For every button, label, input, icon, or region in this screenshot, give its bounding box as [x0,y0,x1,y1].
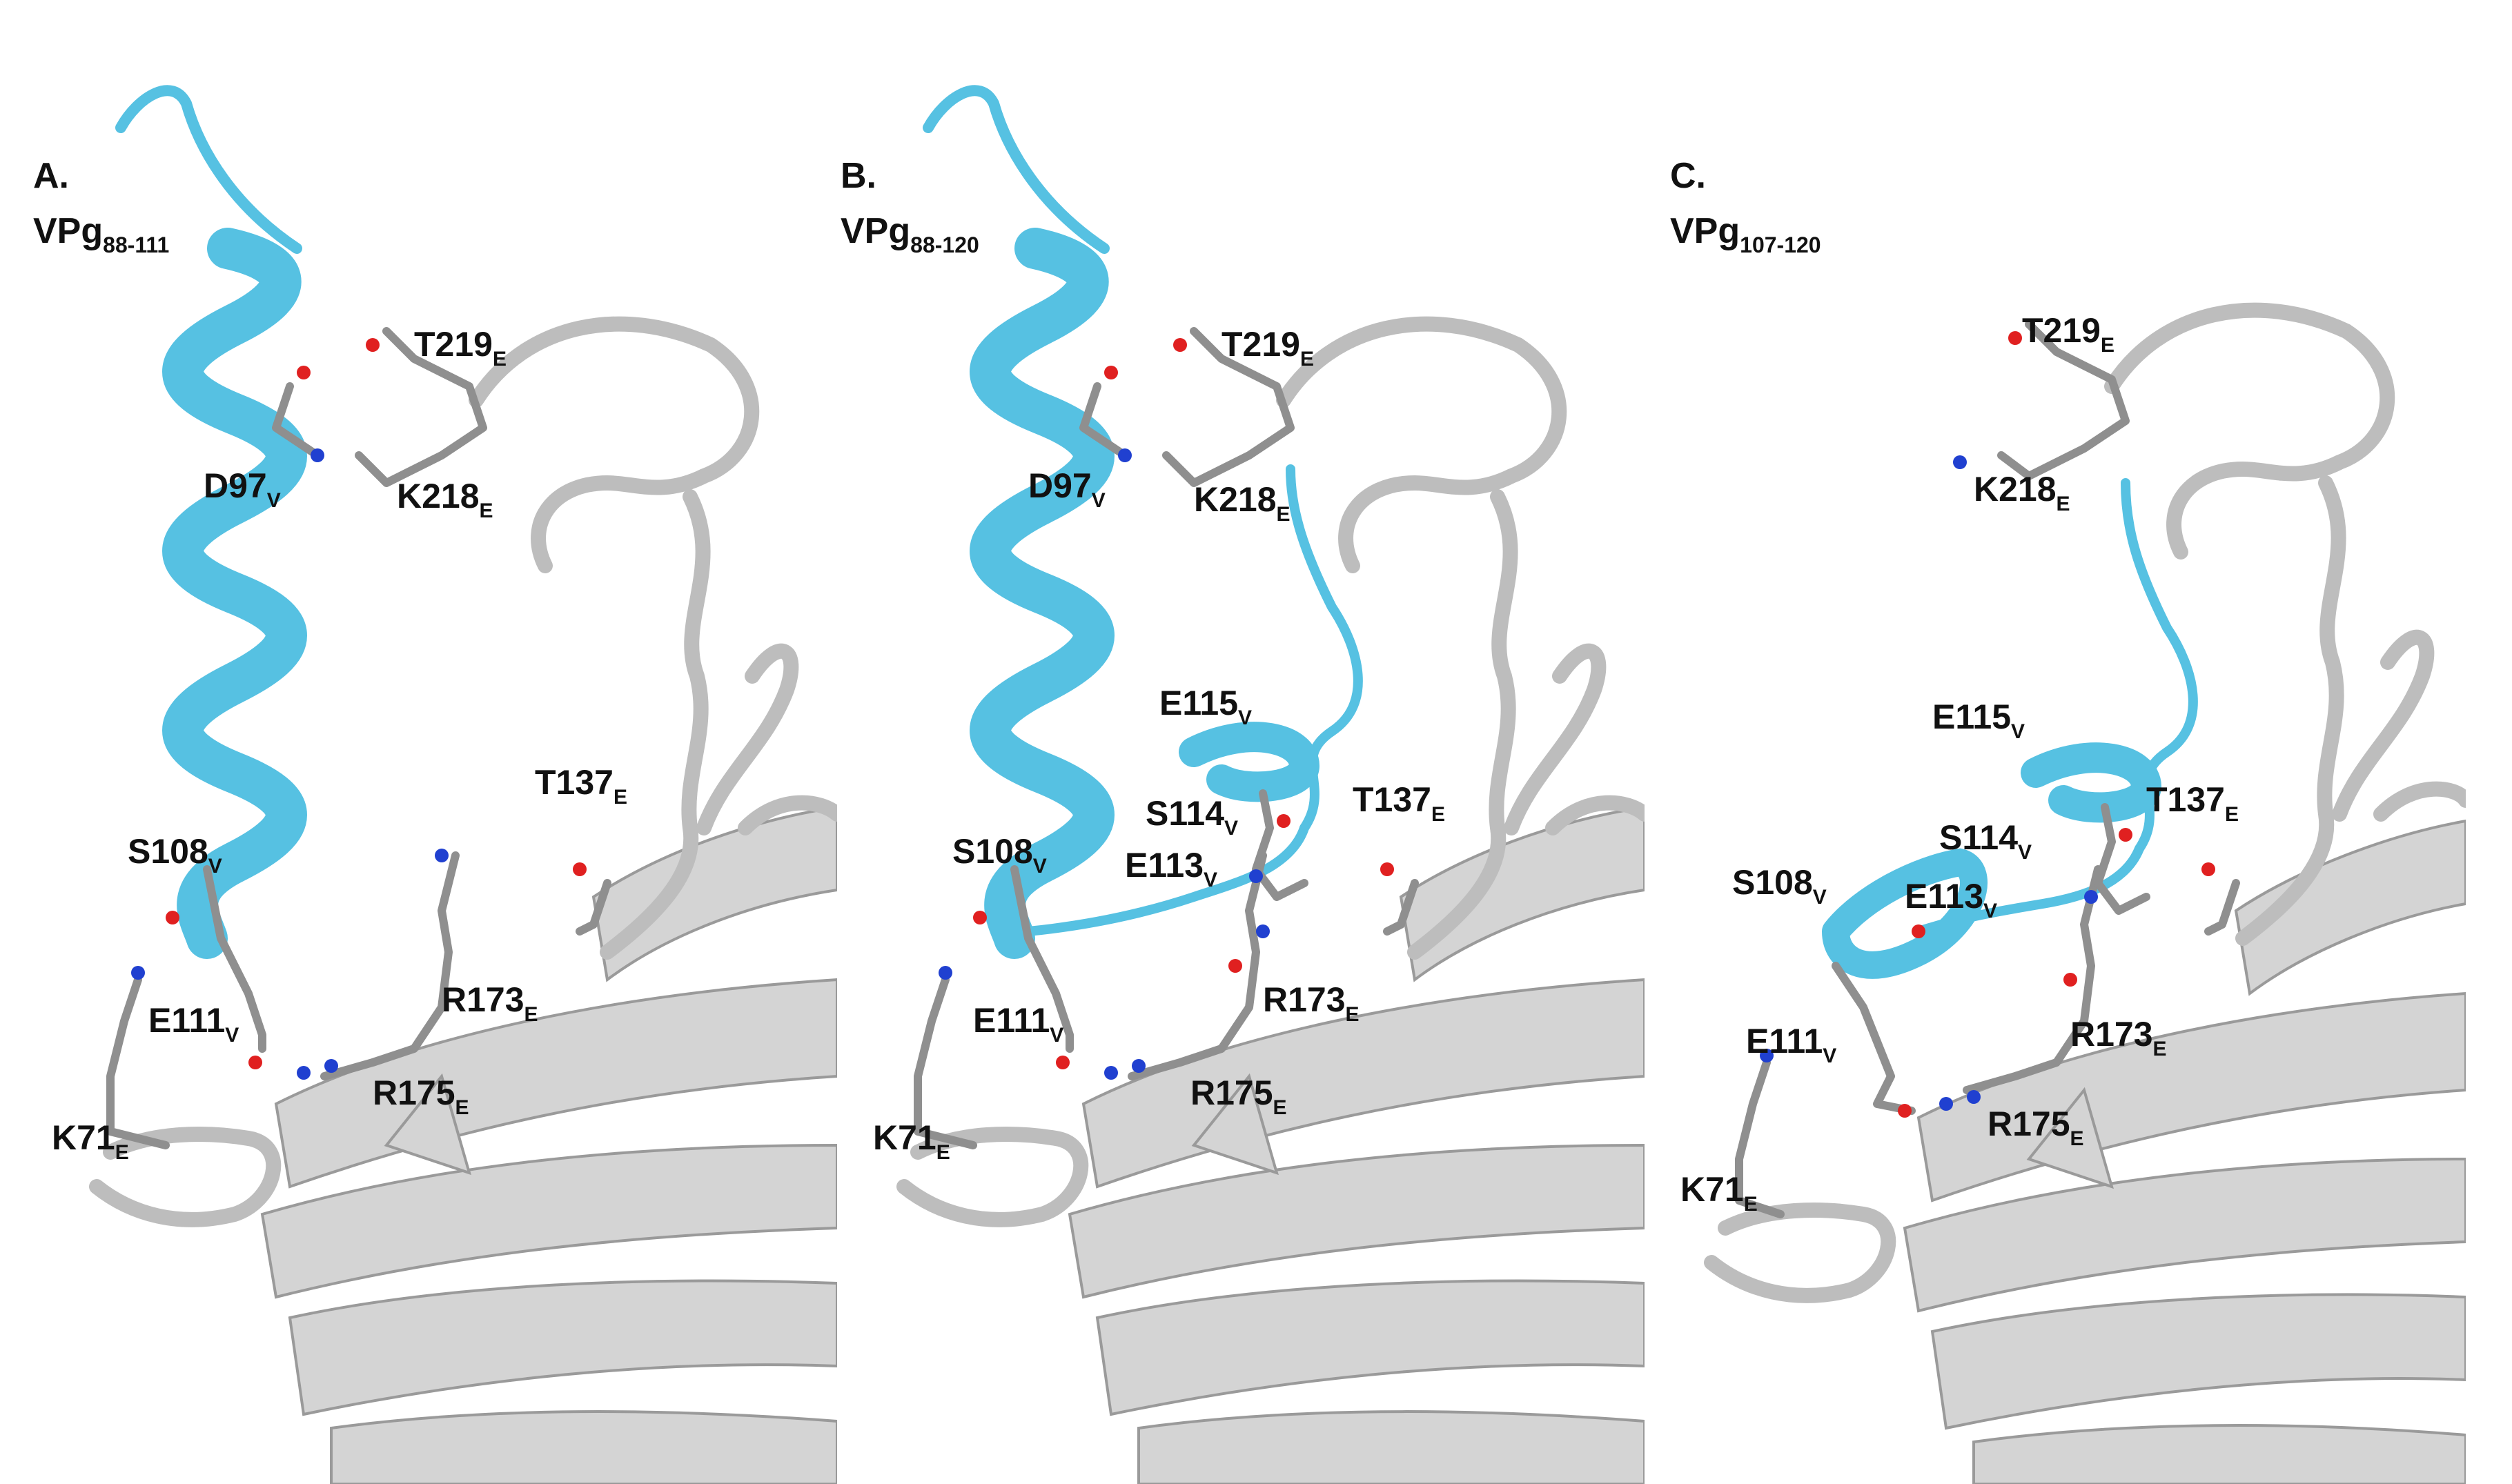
residue-label: T219E [2022,311,2114,357]
residue-label: E111V [1746,1022,1837,1067]
residue-label: K218E [1974,470,2070,515]
residue-label: S108V [952,832,1047,878]
residue-label: T219E [1221,325,1314,370]
atoms-c [1760,331,2215,1118]
protein-loops-b [896,316,1645,1227]
residue-label: K218E [1194,480,1291,526]
panel-subtitle: VPg107-120 [1670,211,1821,257]
structure-c [1704,302,2466,1484]
protein-body-a [260,805,837,1484]
panel-title: B. [841,156,876,196]
residue-label: R173E [2070,1015,2167,1060]
residue-label: T137E [535,763,627,809]
residue-label: R173E [1263,980,1360,1026]
residue-label: E111V [148,1001,239,1047]
residue-label: S114V [1146,794,1239,840]
residue-label: E115V [1159,684,1253,729]
residue-label: E113V [1125,846,1218,891]
residue-label: T219E [414,325,507,370]
residue-label: S108V [1732,863,1827,909]
residue-label: K218E [397,477,493,522]
structure-a [89,85,837,1484]
structure-b [896,85,1645,1484]
vpg-helix-b [923,85,1363,959]
panel-title: C. [1670,156,1706,196]
residue-label: D97V [204,466,281,512]
residue-label: D97V [1028,466,1106,512]
atoms-b [939,338,1394,1080]
protein-body-c [1903,819,2466,1484]
panel-subtitle: VPg88-111 [33,211,170,257]
side-chains-a [106,327,611,1149]
residue-label: R175E [1190,1074,1287,1119]
residue-label: S108V [128,832,222,878]
residue-label: E115V [1932,698,2025,743]
protein-loops-a [89,316,837,1227]
panel-title: A. [33,156,69,196]
residue-label: T137E [2146,780,2239,826]
residue-label: K71E [1680,1170,1758,1216]
residue-label: T137E [1353,780,1445,826]
residue-label: E111V [973,1001,1064,1047]
panel-b: B. VPg88-120 T219E D97V K218E E115V T137… [807,0,1645,1484]
residue-label: E113V [1905,877,1998,922]
residue-label: K71E [52,1118,129,1164]
side-chains-c [1735,320,2240,1218]
vpg-helix-a [115,85,307,959]
residue-label: R175E [373,1074,469,1119]
side-chains-b [914,327,1419,1149]
panel-subtitle: VPg88-120 [841,211,979,257]
residue-label: R175E [1988,1105,2084,1150]
vpg-helix-c [1822,478,2198,979]
residue-label: S114V [1939,818,2032,864]
panel-a: A. VPg88-111 T219E D97V K218E T137E S108… [0,0,837,1484]
panel-c: C. VPg107-120 T219E K218E E115V T137E S1… [1629,0,2466,1484]
protein-loops-c [1704,302,2466,1303]
residue-label: K71E [873,1118,950,1164]
residue-label: R173E [442,980,538,1026]
protein-body-b [1068,805,1645,1484]
atoms-a [131,338,587,1080]
